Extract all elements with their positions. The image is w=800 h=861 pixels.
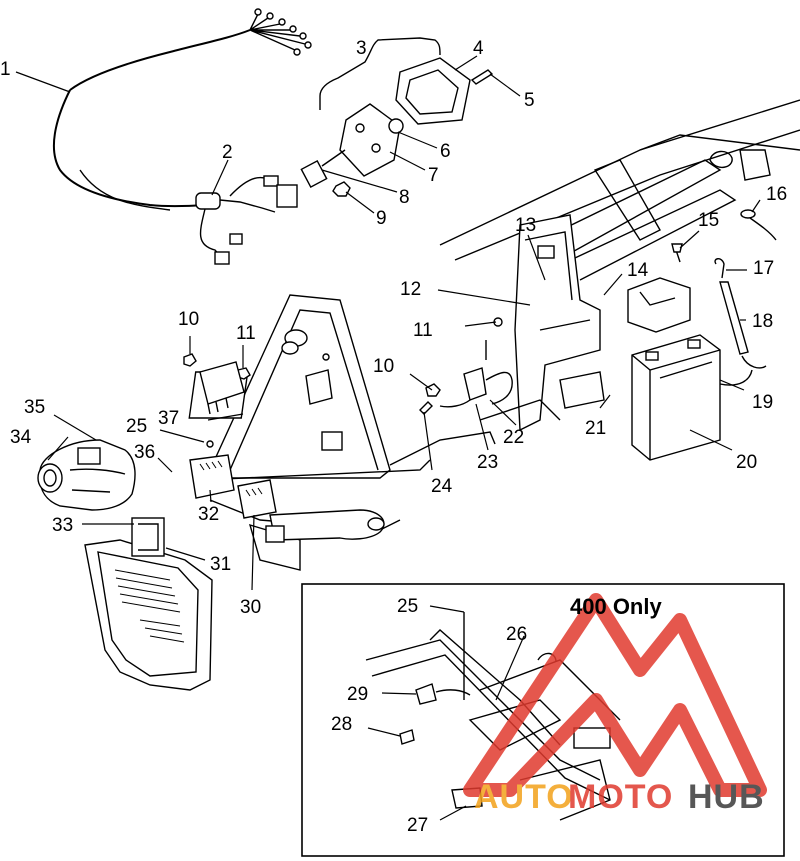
callout-18: 18 xyxy=(752,311,773,332)
callout-35: 35 xyxy=(24,397,45,418)
callout-labels: 1 2 3 4 5 6 7 8 9 10 10 11 11 12 13 14 1… xyxy=(0,38,787,836)
ignition-coil xyxy=(183,353,251,415)
callout-15: 15 xyxy=(698,210,719,231)
relay-modules xyxy=(189,440,277,519)
leader-lines xyxy=(15,55,761,821)
callout-11-left: 11 xyxy=(236,323,256,344)
callout-1: 1 xyxy=(0,59,11,80)
inset-title: 400 Only xyxy=(570,594,662,619)
callout-21: 21 xyxy=(585,418,606,439)
callout-22: 22 xyxy=(503,427,524,448)
callout-28: 28 xyxy=(331,714,352,735)
battery-bracket xyxy=(514,214,605,432)
callout-30: 30 xyxy=(240,597,261,618)
callout-36: 36 xyxy=(134,442,155,463)
callout-10-right: 10 xyxy=(373,356,394,377)
callout-19: 19 xyxy=(752,392,773,413)
callout-16: 16 xyxy=(766,184,787,205)
fan-shroud xyxy=(37,439,136,511)
callout-27: 27 xyxy=(407,815,428,836)
watermark-text-moto: MOTO xyxy=(568,778,673,816)
callout-14: 14 xyxy=(627,260,649,281)
watermark-text-hub: HUB xyxy=(688,778,765,816)
callout-25: 25 xyxy=(126,416,147,437)
callout-13: 13 xyxy=(515,215,536,236)
callout-11-right: 11 xyxy=(413,320,433,341)
switch-pigtail xyxy=(195,175,298,265)
callout-9: 9 xyxy=(376,208,387,229)
callout-26: 26 xyxy=(506,624,527,645)
callout-23: 23 xyxy=(477,452,498,473)
callout-37: 37 xyxy=(158,408,179,429)
callout-12: 12 xyxy=(400,279,421,300)
callout-8: 8 xyxy=(399,187,410,208)
frame-rails xyxy=(439,99,800,281)
callout-24: 24 xyxy=(431,476,453,497)
callout-34: 34 xyxy=(10,427,32,448)
callout-25-inset: 25 xyxy=(397,596,418,617)
callout-32: 32 xyxy=(198,504,219,525)
radiator-guard xyxy=(84,517,213,691)
frame-lower-members xyxy=(199,399,561,571)
callout-4: 4 xyxy=(473,38,484,59)
automotohub-watermark: AUTO MOTO HUB xyxy=(463,593,767,816)
callout-29: 29 xyxy=(347,684,368,705)
battery-pad xyxy=(627,277,691,333)
callout-31: 31 xyxy=(210,554,231,575)
callout-17: 17 xyxy=(753,258,774,279)
callout-10-left: 10 xyxy=(178,309,199,330)
callout-2: 2 xyxy=(222,142,233,163)
watermark-logo-shape xyxy=(463,593,767,797)
battery xyxy=(631,334,721,461)
sensor-wiring xyxy=(419,317,513,415)
callout-33: 33 xyxy=(52,515,73,536)
tail-light-assembly xyxy=(300,37,494,197)
wiring-harness xyxy=(53,8,312,211)
callout-5: 5 xyxy=(524,90,535,111)
watermark-text-auto: AUTO xyxy=(474,778,574,816)
callout-7: 7 xyxy=(428,165,439,186)
inset-400-only xyxy=(301,583,785,857)
callout-6: 6 xyxy=(440,141,451,162)
callout-3: 3 xyxy=(356,38,367,59)
callout-20: 20 xyxy=(736,452,757,473)
